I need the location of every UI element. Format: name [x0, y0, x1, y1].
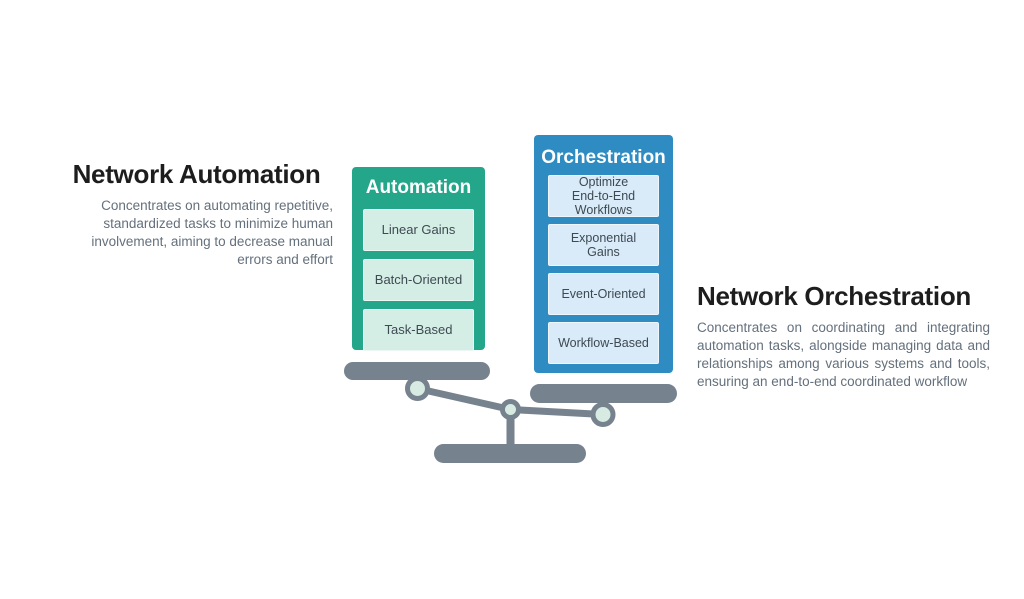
automation-item-batch-oriented: Batch-Oriented — [363, 259, 474, 301]
network-automation-text-block: Network Automation Concentrates on autom… — [60, 159, 333, 268]
orchestration-item-optimize-workflows: Optimize End-to-End Workflows — [548, 175, 659, 217]
network-automation-description: Concentrates on automating repetitive, s… — [91, 198, 333, 267]
scale-beam-left — [414, 385, 514, 413]
scale-beam-right — [507, 406, 607, 418]
automation-item-linear-gains: Linear Gains — [363, 209, 474, 251]
automation-card: Automation Linear Gains Batch-Oriented T… — [352, 167, 485, 351]
network-automation-title: Network Automation — [72, 159, 321, 189]
automation-item-task-based: Task-Based — [363, 309, 474, 351]
orchestration-card-header: Orchestration — [541, 147, 666, 168]
automation-card-header: Automation — [365, 177, 472, 198]
network-orchestration-title: Network Orchestration — [697, 281, 971, 311]
orchestration-card: Orchestration Optimize End-to-End Workfl… — [534, 135, 673, 373]
scale-pivot-left — [405, 376, 430, 401]
network-orchestration-text-block: Network Orchestration Concentrates on co… — [697, 281, 990, 390]
scale-base — [434, 444, 586, 463]
scale-left-platform — [344, 362, 490, 380]
scale-pivot-right — [590, 402, 616, 427]
orchestration-item-event-oriented: Event-Oriented — [548, 273, 659, 315]
orchestration-item-exponential-gains: Exponential Gains — [548, 224, 659, 266]
scale-right-platform — [530, 384, 677, 403]
network-orchestration-description: Concentrates on coordinating and integra… — [697, 320, 990, 389]
scale-pivot-center — [500, 399, 521, 420]
orchestration-item-workflow-based: Workflow-Based — [548, 322, 659, 364]
